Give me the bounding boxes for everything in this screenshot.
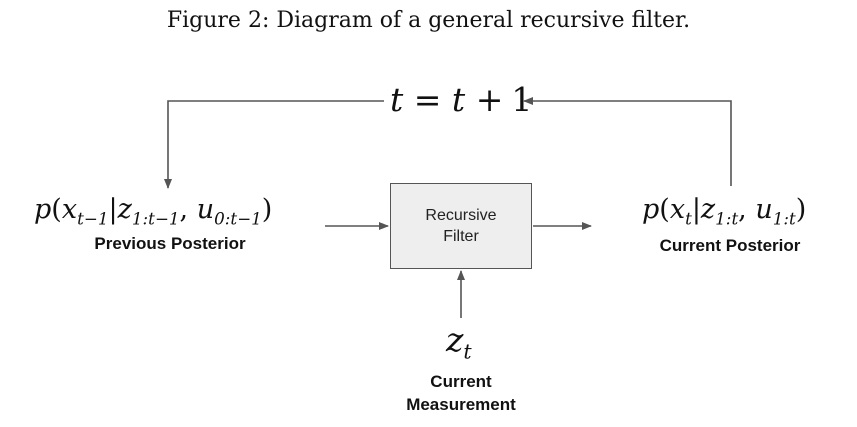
update-plus: + — [475, 80, 504, 119]
previous-posterior-label: Previous Posterior — [94, 234, 246, 253]
figure-caption: Figure 2: Diagram of a general recursive… — [166, 8, 691, 33]
update-rhs-t: t — [451, 80, 466, 119]
filter-label-line2: Filter — [443, 228, 479, 245]
update-equals: = — [413, 80, 442, 119]
filter-label-line1: Recursive — [425, 207, 497, 224]
current-posterior-label: Current Posterior — [659, 236, 801, 255]
measurement-label-line1: Current — [430, 372, 492, 391]
recursive-filter-box: Recursive Filter — [390, 183, 532, 269]
measurement-symbol: zt — [446, 320, 472, 364]
update-lhs: t — [390, 80, 404, 119]
previous-posterior-formula: p(xt−1|z1:t−1, u0:t−1) — [34, 194, 273, 229]
feedback-arrow-left — [164, 100, 384, 189]
update-one: 1 — [511, 80, 533, 119]
measurement-label-line2: Measurement — [406, 395, 516, 414]
feedback-arrow-right — [523, 97, 732, 186]
current-posterior-formula: p(xt|z1:t, u1:t) — [642, 194, 807, 229]
update-rule: t = t +1 — [390, 80, 532, 120]
measurement-label: Current Measurement — [361, 370, 561, 416]
